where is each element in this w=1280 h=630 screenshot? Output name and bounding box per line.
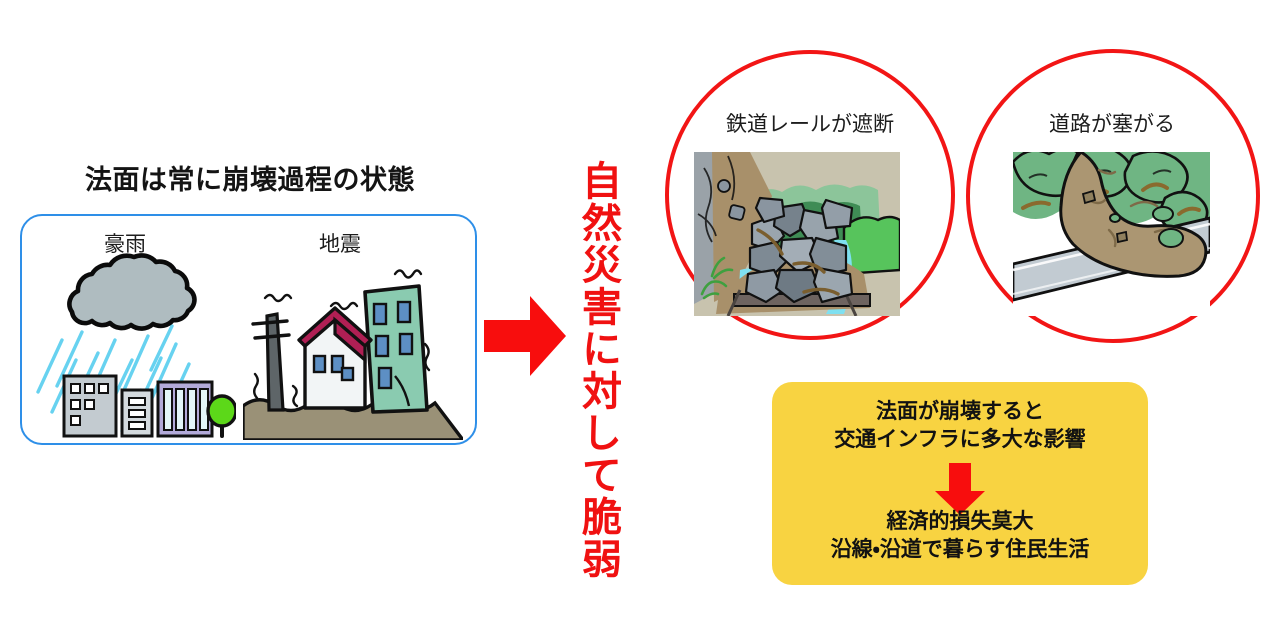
red-down-arrow-icon <box>935 463 985 515</box>
rockfall-railway-illustration <box>694 152 900 316</box>
heavy-rain-illustration <box>36 248 236 440</box>
office-building-tall <box>62 374 118 438</box>
utility-pole <box>251 312 291 412</box>
impact-bottom-line-1: 経済的損失莫大 <box>886 510 1034 533</box>
leaning-building <box>363 284 429 414</box>
tree-icon <box>206 394 236 438</box>
mud-debris-rocks <box>1081 189 1128 244</box>
page-title: 法面は常に崩壊過程の状態 <box>85 165 415 195</box>
impact-top-line-2: 交通インフラに多大な影響 <box>834 427 1086 451</box>
fallen-boulders <box>744 196 854 304</box>
impact-bottom-line-2: 沿線・沿道で暮らす住民生活 <box>830 537 1090 561</box>
rain-cloud-icon <box>67 253 197 331</box>
landslide-road-illustration <box>1013 152 1210 316</box>
vertical-headline: 自然災害に対して脆弱 <box>576 160 620 580</box>
landslide-mud <box>1059 152 1208 278</box>
scene-label-earthquake: 地震 <box>319 233 361 256</box>
grass-tufts <box>700 256 734 300</box>
bent-rails <box>756 228 840 296</box>
impact-bottom-text: 経済的損失莫大 沿線・沿道で暮らす住民生活 <box>772 508 1148 563</box>
office-building-small <box>120 388 154 438</box>
tremor-marks <box>253 269 431 408</box>
earthquake-illustration <box>243 256 463 440</box>
consequence-caption-road: 道路が塞がる <box>1049 113 1175 136</box>
consequence-caption-railway: 鉄道レールが遮断 <box>726 113 894 136</box>
impact-top-line-1: 法面が崩壊すると <box>876 400 1044 423</box>
striped-building <box>156 380 214 438</box>
house <box>297 306 373 410</box>
near-bush <box>842 215 900 276</box>
mud-embedded-vegetation <box>1109 206 1184 248</box>
red-right-arrow-icon <box>484 296 566 376</box>
impact-top-text: 法面が崩壊すると 交通インフラに多大な影響 <box>772 398 1148 453</box>
scene-label-heavy-rain: 豪雨 <box>104 233 146 256</box>
